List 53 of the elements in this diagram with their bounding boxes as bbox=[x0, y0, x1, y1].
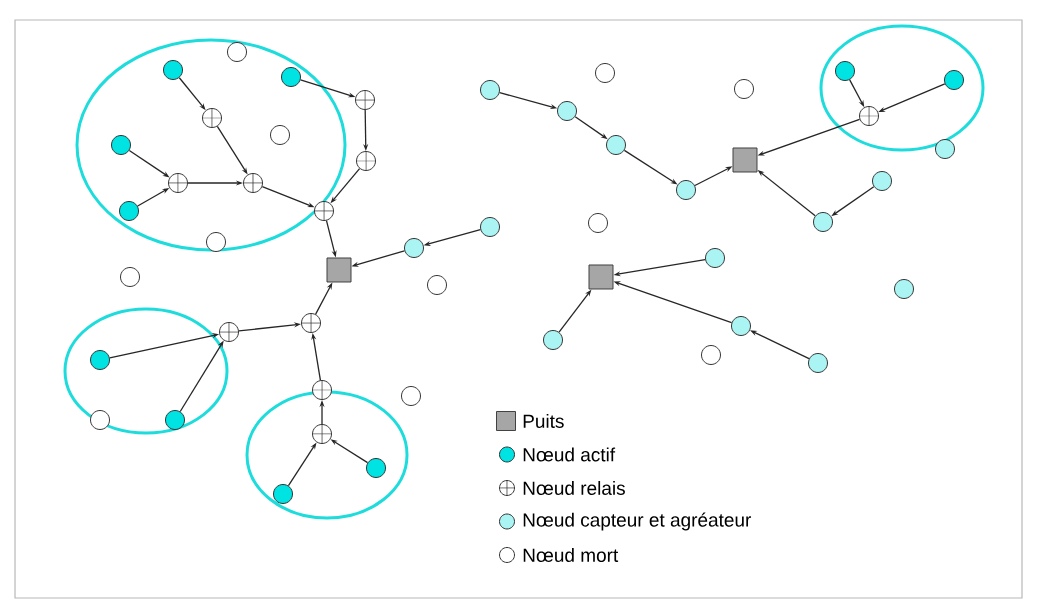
sensor-node bbox=[606, 135, 626, 155]
sensor-node bbox=[595, 63, 615, 83]
sensor-node bbox=[872, 171, 892, 191]
sensor-node bbox=[366, 458, 386, 478]
sensor-node bbox=[163, 60, 183, 80]
sensor-node bbox=[120, 267, 140, 287]
relay-node bbox=[859, 106, 879, 126]
sensor-node bbox=[894, 279, 914, 299]
relay-node bbox=[219, 322, 239, 342]
sensor-node bbox=[401, 386, 421, 406]
sensor-node bbox=[480, 80, 500, 100]
sensor-node bbox=[813, 212, 833, 232]
sensor-node bbox=[111, 135, 131, 155]
legend-text: Puits bbox=[523, 414, 564, 428]
sink-square bbox=[326, 257, 352, 283]
sensor-node bbox=[734, 79, 754, 99]
sink-square bbox=[732, 147, 758, 173]
relay-node bbox=[356, 151, 376, 171]
sensor-node bbox=[835, 61, 855, 81]
sensor-node bbox=[557, 101, 577, 121]
relay-node bbox=[312, 380, 332, 400]
relay-node bbox=[312, 424, 332, 444]
relay-node bbox=[202, 108, 222, 128]
sensor-node bbox=[427, 275, 447, 295]
sensor-node bbox=[270, 125, 290, 145]
cluster-circle bbox=[75, 38, 347, 252]
legend-text: Nœud relais bbox=[523, 481, 625, 495]
relay-node bbox=[168, 173, 188, 193]
relay-node bbox=[301, 313, 321, 333]
sensor-node bbox=[404, 238, 424, 258]
sensor-node bbox=[935, 139, 955, 159]
legend-text: Nœud actif bbox=[523, 447, 616, 462]
cluster-circle bbox=[819, 24, 985, 152]
relay-node bbox=[355, 90, 375, 110]
sensor-node bbox=[731, 316, 751, 336]
sensor-node bbox=[119, 201, 139, 221]
cluster-circle bbox=[63, 307, 229, 435]
sink-square bbox=[588, 264, 614, 290]
sensor-node bbox=[808, 353, 828, 373]
sensor-node bbox=[273, 484, 293, 504]
legend-text: Nœud mort bbox=[523, 548, 619, 562]
sensor-node bbox=[944, 70, 964, 90]
sensor-node bbox=[543, 330, 563, 350]
relay-node bbox=[314, 201, 334, 221]
sensor-node bbox=[480, 217, 500, 237]
sensor-node bbox=[90, 350, 110, 370]
legend-text: Nœud capteur et agréateur bbox=[523, 512, 751, 531]
sensor-node bbox=[705, 248, 725, 268]
sensor-node bbox=[676, 180, 696, 200]
cluster-circle bbox=[245, 390, 409, 520]
sensor-node bbox=[588, 213, 608, 233]
relay-node bbox=[243, 173, 263, 193]
sensor-node bbox=[701, 345, 721, 365]
